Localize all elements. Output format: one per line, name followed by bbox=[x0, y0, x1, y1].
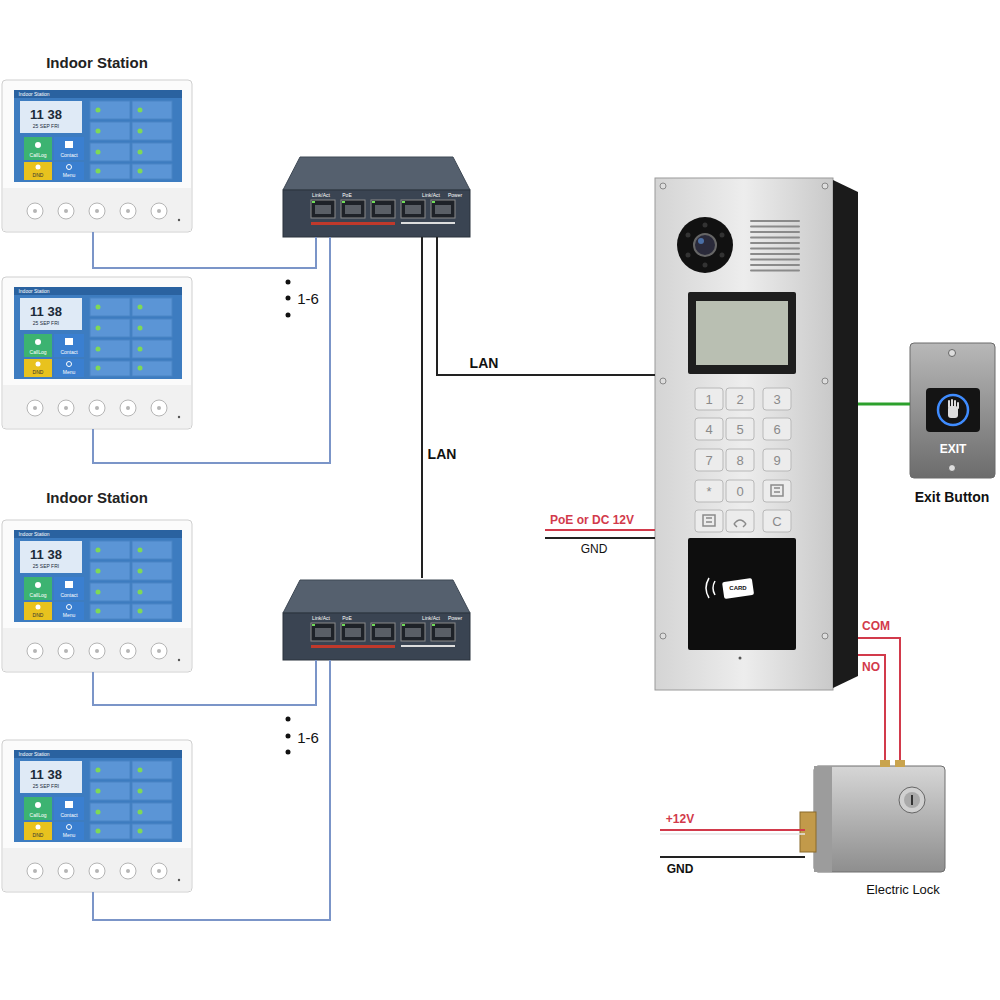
electric-lock: Electric Lock bbox=[800, 760, 945, 875]
lan-cable bbox=[437, 237, 655, 375]
screen-tile-label: CallLog bbox=[30, 813, 47, 818]
screen-title: Indoor Station bbox=[18, 289, 49, 294]
wire-label: NO bbox=[860, 660, 882, 674]
screen-tile-label: DND bbox=[33, 370, 44, 375]
network-cable bbox=[93, 237, 330, 463]
screen-tile-label: Menu bbox=[63, 833, 76, 838]
key-label: 8 bbox=[736, 454, 743, 467]
card-label: CARD bbox=[729, 585, 746, 591]
poe-switch bbox=[283, 580, 470, 660]
screen-date: 25 SEP FRI bbox=[33, 321, 59, 326]
station-heading: Indoor Station bbox=[46, 490, 148, 505]
switch-panel-label: Link/Act bbox=[312, 193, 330, 198]
electric-lock bbox=[800, 760, 945, 872]
indoor-monitor bbox=[2, 80, 192, 232]
poe-switch: Link/Act PoE Link/Act Power bbox=[283, 578, 470, 660]
key-label: 7 bbox=[705, 454, 712, 467]
screen-tile-label: Contact bbox=[60, 593, 77, 598]
door-station bbox=[655, 178, 858, 690]
screen-tile-label: Menu bbox=[63, 613, 76, 618]
indoor-monitor bbox=[2, 740, 192, 892]
wire-label: COM bbox=[860, 619, 892, 633]
count-label: 1-6 bbox=[297, 730, 319, 745]
key-label: 0 bbox=[736, 485, 743, 498]
indoor-station: Indoor Station 11 38 25 SEP FRI CallLog Cont… bbox=[2, 740, 192, 892]
poe-switch: Link/Act PoE Link/Act Power bbox=[283, 155, 470, 237]
key-label: C bbox=[772, 515, 781, 528]
screen-tile-label: Contact bbox=[60, 153, 77, 158]
key-label: 5 bbox=[736, 423, 743, 436]
key-label: 9 bbox=[773, 454, 780, 467]
key-label: 2 bbox=[736, 393, 743, 406]
network-cable bbox=[93, 232, 316, 268]
screen-date: 25 SEP FRI bbox=[33, 124, 59, 129]
switch-panel-label: PoE bbox=[342, 616, 351, 621]
screen-clock: 11 38 bbox=[30, 108, 62, 121]
screen-title: Indoor Station bbox=[18, 92, 49, 97]
network-cable bbox=[93, 660, 330, 920]
device-caption: Electric Lock bbox=[866, 883, 940, 896]
poe-switch bbox=[283, 157, 470, 237]
screen-tile-label: Contact bbox=[60, 813, 77, 818]
screen-clock: 11 38 bbox=[30, 305, 62, 318]
button-label: EXIT bbox=[940, 443, 967, 455]
lan-cable bbox=[421, 237, 423, 578]
exit-wire bbox=[858, 403, 910, 406]
screen-tile-label: Menu bbox=[63, 173, 76, 178]
station-heading: Indoor Station bbox=[46, 55, 148, 70]
screen-tile-label: DND bbox=[33, 173, 44, 178]
key-label: * bbox=[706, 485, 711, 498]
switch-panel-label: Power bbox=[448, 193, 462, 198]
device-caption: Exit Button bbox=[915, 490, 990, 504]
screen-title: Indoor Station bbox=[18, 752, 49, 757]
screen-clock: 11 38 bbox=[30, 548, 62, 561]
signal-name: +12V bbox=[666, 813, 694, 825]
relay-wire bbox=[858, 655, 885, 760]
indoor-monitor bbox=[2, 277, 192, 429]
exit-button bbox=[910, 343, 995, 478]
exit-button: EXITExit Button bbox=[910, 343, 995, 478]
indoor-station: Indoor StationIndoor Station11 3825 SEP … bbox=[2, 80, 192, 232]
switch-panel-label: PoE bbox=[342, 193, 351, 198]
signal-name: GND bbox=[581, 543, 608, 555]
screen-date: 25 SEP FRI bbox=[33, 784, 59, 789]
switch-panel-label: Power bbox=[448, 616, 462, 621]
key-label: 1 bbox=[705, 393, 712, 406]
key-label: 6 bbox=[773, 423, 780, 436]
indoor-monitor bbox=[2, 520, 192, 672]
screen-tile-label: DND bbox=[33, 613, 44, 618]
key-label: 3 bbox=[773, 393, 780, 406]
wire-label: LAN bbox=[426, 446, 459, 462]
screen-tile-label: DND bbox=[33, 833, 44, 838]
screen-tile-label: CallLog bbox=[30, 593, 47, 598]
signal-name: PoE or DC 12V bbox=[550, 514, 634, 526]
screen-title: Indoor Station bbox=[18, 532, 49, 537]
relay-wire bbox=[858, 638, 900, 760]
screen-tile-label: CallLog bbox=[30, 153, 47, 158]
switch-panel-label: Link/Act bbox=[312, 616, 330, 621]
screen-tile-label: Menu bbox=[63, 370, 76, 375]
wire-label: LAN bbox=[468, 355, 501, 371]
count-label: 1-6 bbox=[297, 291, 319, 306]
screen-tile-label: CallLog bbox=[30, 350, 47, 355]
door-station: 1 2 3 4 5 6 7 8 9 * 0C CARD bbox=[655, 178, 858, 690]
indoor-station: Indoor Station 11 38 25 SEP FRI CallLog Cont… bbox=[2, 277, 192, 429]
indoor-station: Indoor StationIndoor Station11 3825 SEP … bbox=[2, 520, 192, 672]
power-wires bbox=[545, 530, 805, 857]
ellipsis-dots bbox=[286, 280, 291, 755]
key-label: 4 bbox=[705, 423, 712, 436]
signal-name: GND bbox=[667, 863, 694, 875]
screen-clock: 11 38 bbox=[30, 768, 62, 781]
switch-panel-label: Link/Act bbox=[422, 616, 440, 621]
switch-panel-label: Link/Act bbox=[422, 193, 440, 198]
network-cable bbox=[93, 660, 316, 705]
screen-date: 25 SEP FRI bbox=[33, 564, 59, 569]
screen-tile-label: Contact bbox=[60, 350, 77, 355]
